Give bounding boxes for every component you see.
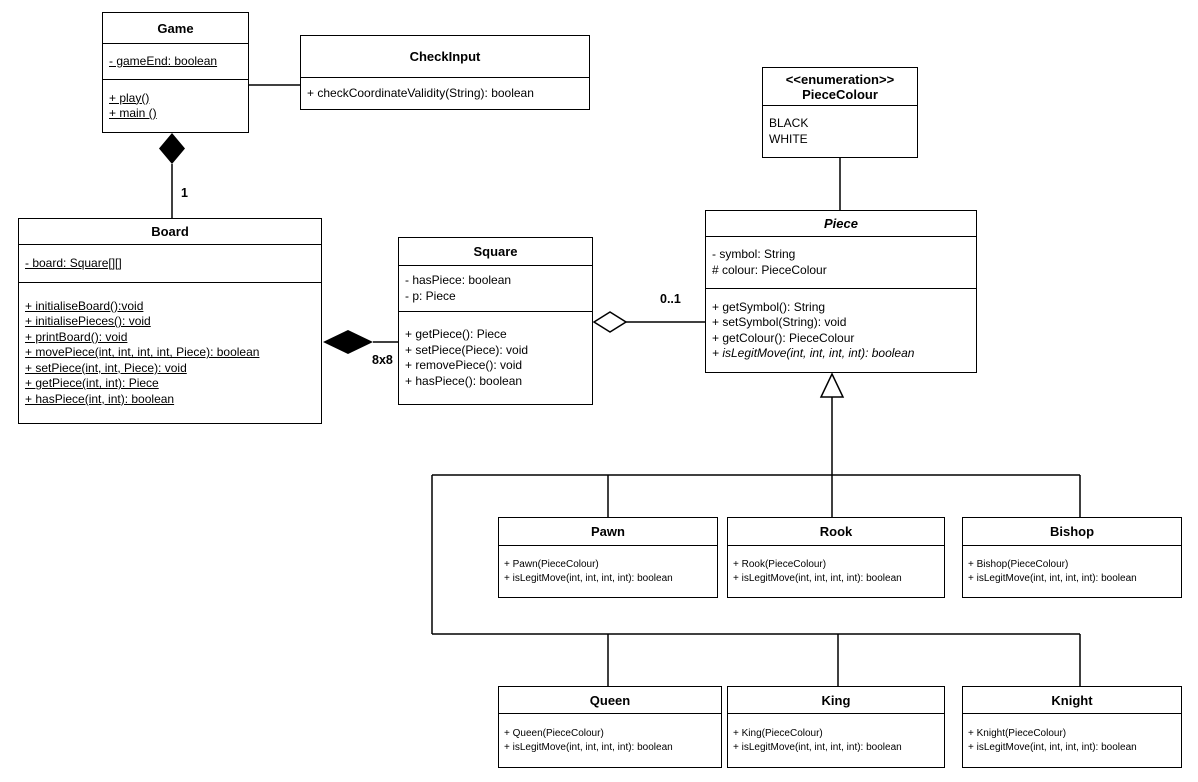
class-square-attributes: - hasPiece: boolean - p: Piece [399, 266, 592, 312]
method-row: + main () [109, 106, 157, 120]
class-checkinput-methods: + checkCoordinateValidity(String): boole… [301, 78, 589, 109]
class-bishop: Bishop + Bishop(PieceColour) + isLegitMo… [962, 517, 1182, 598]
class-king-title: King [728, 687, 944, 714]
class-bishop-methods: + Bishop(PieceColour) + isLegitMove(int,… [963, 546, 1181, 597]
class-rook-methods: + Rook(PieceColour) + isLegitMove(int, i… [728, 546, 944, 597]
aggregation-diamond-icon-square-piece [592, 311, 628, 333]
class-queen-title: Queen [499, 687, 721, 714]
method-row: + movePiece(int, int, int, int, Piece): … [25, 345, 260, 360]
inheritance-triangle-icon-piece [819, 372, 845, 398]
class-king: King + King(PieceColour) + isLegitMove(i… [727, 686, 945, 768]
class-rook-title: Rook [728, 518, 944, 546]
class-board-methods: + initialiseBoard():void + initialisePie… [19, 283, 321, 423]
method-row: + getSymbol(): String [712, 299, 826, 314]
method-row: + initialiseBoard():void [25, 298, 144, 313]
composition-diamond-icon-board-square [323, 330, 373, 354]
class-piece-attributes: - symbol: String # colour: PieceColour [706, 237, 976, 289]
class-knight: Knight + Knight(PieceColour) + isLegitMo… [962, 686, 1182, 768]
method-row: + setSymbol(String): void [712, 315, 847, 329]
class-square-methods: + getPiece(): Piece + setPiece(Piece): v… [399, 312, 592, 404]
method-row: + isLegitMove(int, int, int, int): boole… [504, 741, 673, 753]
method-row: + isLegitMove(int, int, int, int): boole… [968, 741, 1137, 753]
class-queen: Queen + Queen(PieceColour) + isLegitMove… [498, 686, 722, 768]
class-piece-methods: + getSymbol(): String + setSymbol(String… [706, 289, 976, 372]
multiplicity-game-board: 1 [181, 186, 188, 200]
method-row: + Bishop(PieceColour) [968, 559, 1069, 570]
class-game-attributes: - gameEnd: boolean [103, 44, 248, 80]
attribute-row: - p: Piece [405, 288, 456, 303]
method-row: + isLegitMove(int, int, int, int): boole… [733, 741, 902, 753]
method-row: + King(PieceColour) [733, 728, 823, 739]
method-row: + play() [109, 90, 150, 105]
class-pawn-title: Pawn [499, 518, 717, 546]
method-row: + Pawn(PieceColour) [504, 559, 599, 570]
method-row: + removePiece(): void [405, 358, 523, 372]
enumeration-piececolour-literals: BLACK WHITE [763, 106, 917, 157]
method-row: + setPiece(Piece): void [405, 342, 529, 357]
method-row: + getPiece(): Piece [405, 327, 507, 341]
class-knight-title: Knight [963, 687, 1181, 714]
multiplicity-board-square: 8x8 [372, 353, 393, 367]
method-row: + Knight(PieceColour) [968, 728, 1067, 739]
method-row: + isLegitMove(int, int, int, int): boole… [968, 572, 1137, 584]
class-king-methods: + King(PieceColour) + isLegitMove(int, i… [728, 714, 944, 767]
class-board-title: Board [19, 219, 321, 245]
class-board: Board - board: Square[][] + initialiseBo… [18, 218, 322, 424]
method-row: + initialisePieces(): void [25, 314, 151, 329]
class-game-title: Game [103, 13, 248, 44]
method-row: + isLegitMove(int, int, int, int): boole… [504, 572, 673, 584]
attribute-row: - gameEnd: boolean [109, 53, 218, 68]
class-knight-methods: + Knight(PieceColour) + isLegitMove(int,… [963, 714, 1181, 767]
class-square-title: Square [399, 238, 592, 266]
method-row: + hasPiece(): boolean [405, 373, 523, 388]
method-row: + isLegitMove(int, int, int, int): boole… [733, 572, 902, 584]
class-game-methods: + play() + main () [103, 80, 248, 132]
attribute-row: - hasPiece: boolean [405, 273, 512, 287]
method-row: + checkCoordinateValidity(String): boole… [307, 85, 534, 100]
attribute-row: - symbol: String [712, 247, 796, 261]
enumeration-name: PieceColour [802, 86, 878, 102]
method-row: + getPiece(int, int): Piece [25, 376, 159, 391]
attribute-row: - board: Square[][] [25, 255, 122, 270]
multiplicity-square-piece: 0..1 [660, 292, 681, 306]
enumeration-piececolour: <<enumeration>> PieceColour BLACK WHITE [762, 67, 918, 158]
method-row: + isLegitMove(int, int, int, int): boole… [712, 346, 915, 360]
literal-row: BLACK [769, 116, 809, 130]
method-row: + hasPiece(int, int): boolean [25, 391, 175, 406]
attribute-row: # colour: PieceColour [712, 262, 827, 277]
method-row: + Rook(PieceColour) [733, 559, 827, 570]
class-checkinput-title: CheckInput [301, 36, 589, 78]
class-bishop-title: Bishop [963, 518, 1181, 546]
class-queen-methods: + Queen(PieceColour) + isLegitMove(int, … [499, 714, 721, 767]
literal-row: WHITE [769, 131, 808, 146]
class-piece-title: Piece [706, 211, 976, 237]
stereotype-label: <<enumeration>> [785, 71, 895, 87]
method-row: + getColour(): PieceColour [712, 330, 855, 345]
method-row: + Queen(PieceColour) [504, 728, 604, 739]
class-rook: Rook + Rook(PieceColour) + isLegitMove(i… [727, 517, 945, 598]
class-square: Square - hasPiece: boolean - p: Piece + … [398, 237, 593, 405]
method-row: + printBoard(): void [25, 329, 128, 344]
class-pawn: Pawn + Pawn(PieceColour) + isLegitMove(i… [498, 517, 718, 598]
composition-diamond-icon-game-board [159, 133, 185, 164]
class-game: Game - gameEnd: boolean + play() + main … [102, 12, 249, 133]
method-row: + setPiece(int, int, Piece): void [25, 360, 187, 375]
class-piece: Piece - symbol: String # colour: PieceCo… [705, 210, 977, 373]
class-pawn-methods: + Pawn(PieceColour) + isLegitMove(int, i… [499, 546, 717, 597]
class-board-attributes: - board: Square[][] [19, 245, 321, 283]
class-checkinput: CheckInput + checkCoordinateValidity(Str… [300, 35, 590, 110]
enumeration-piececolour-title: <<enumeration>> PieceColour [763, 68, 917, 106]
